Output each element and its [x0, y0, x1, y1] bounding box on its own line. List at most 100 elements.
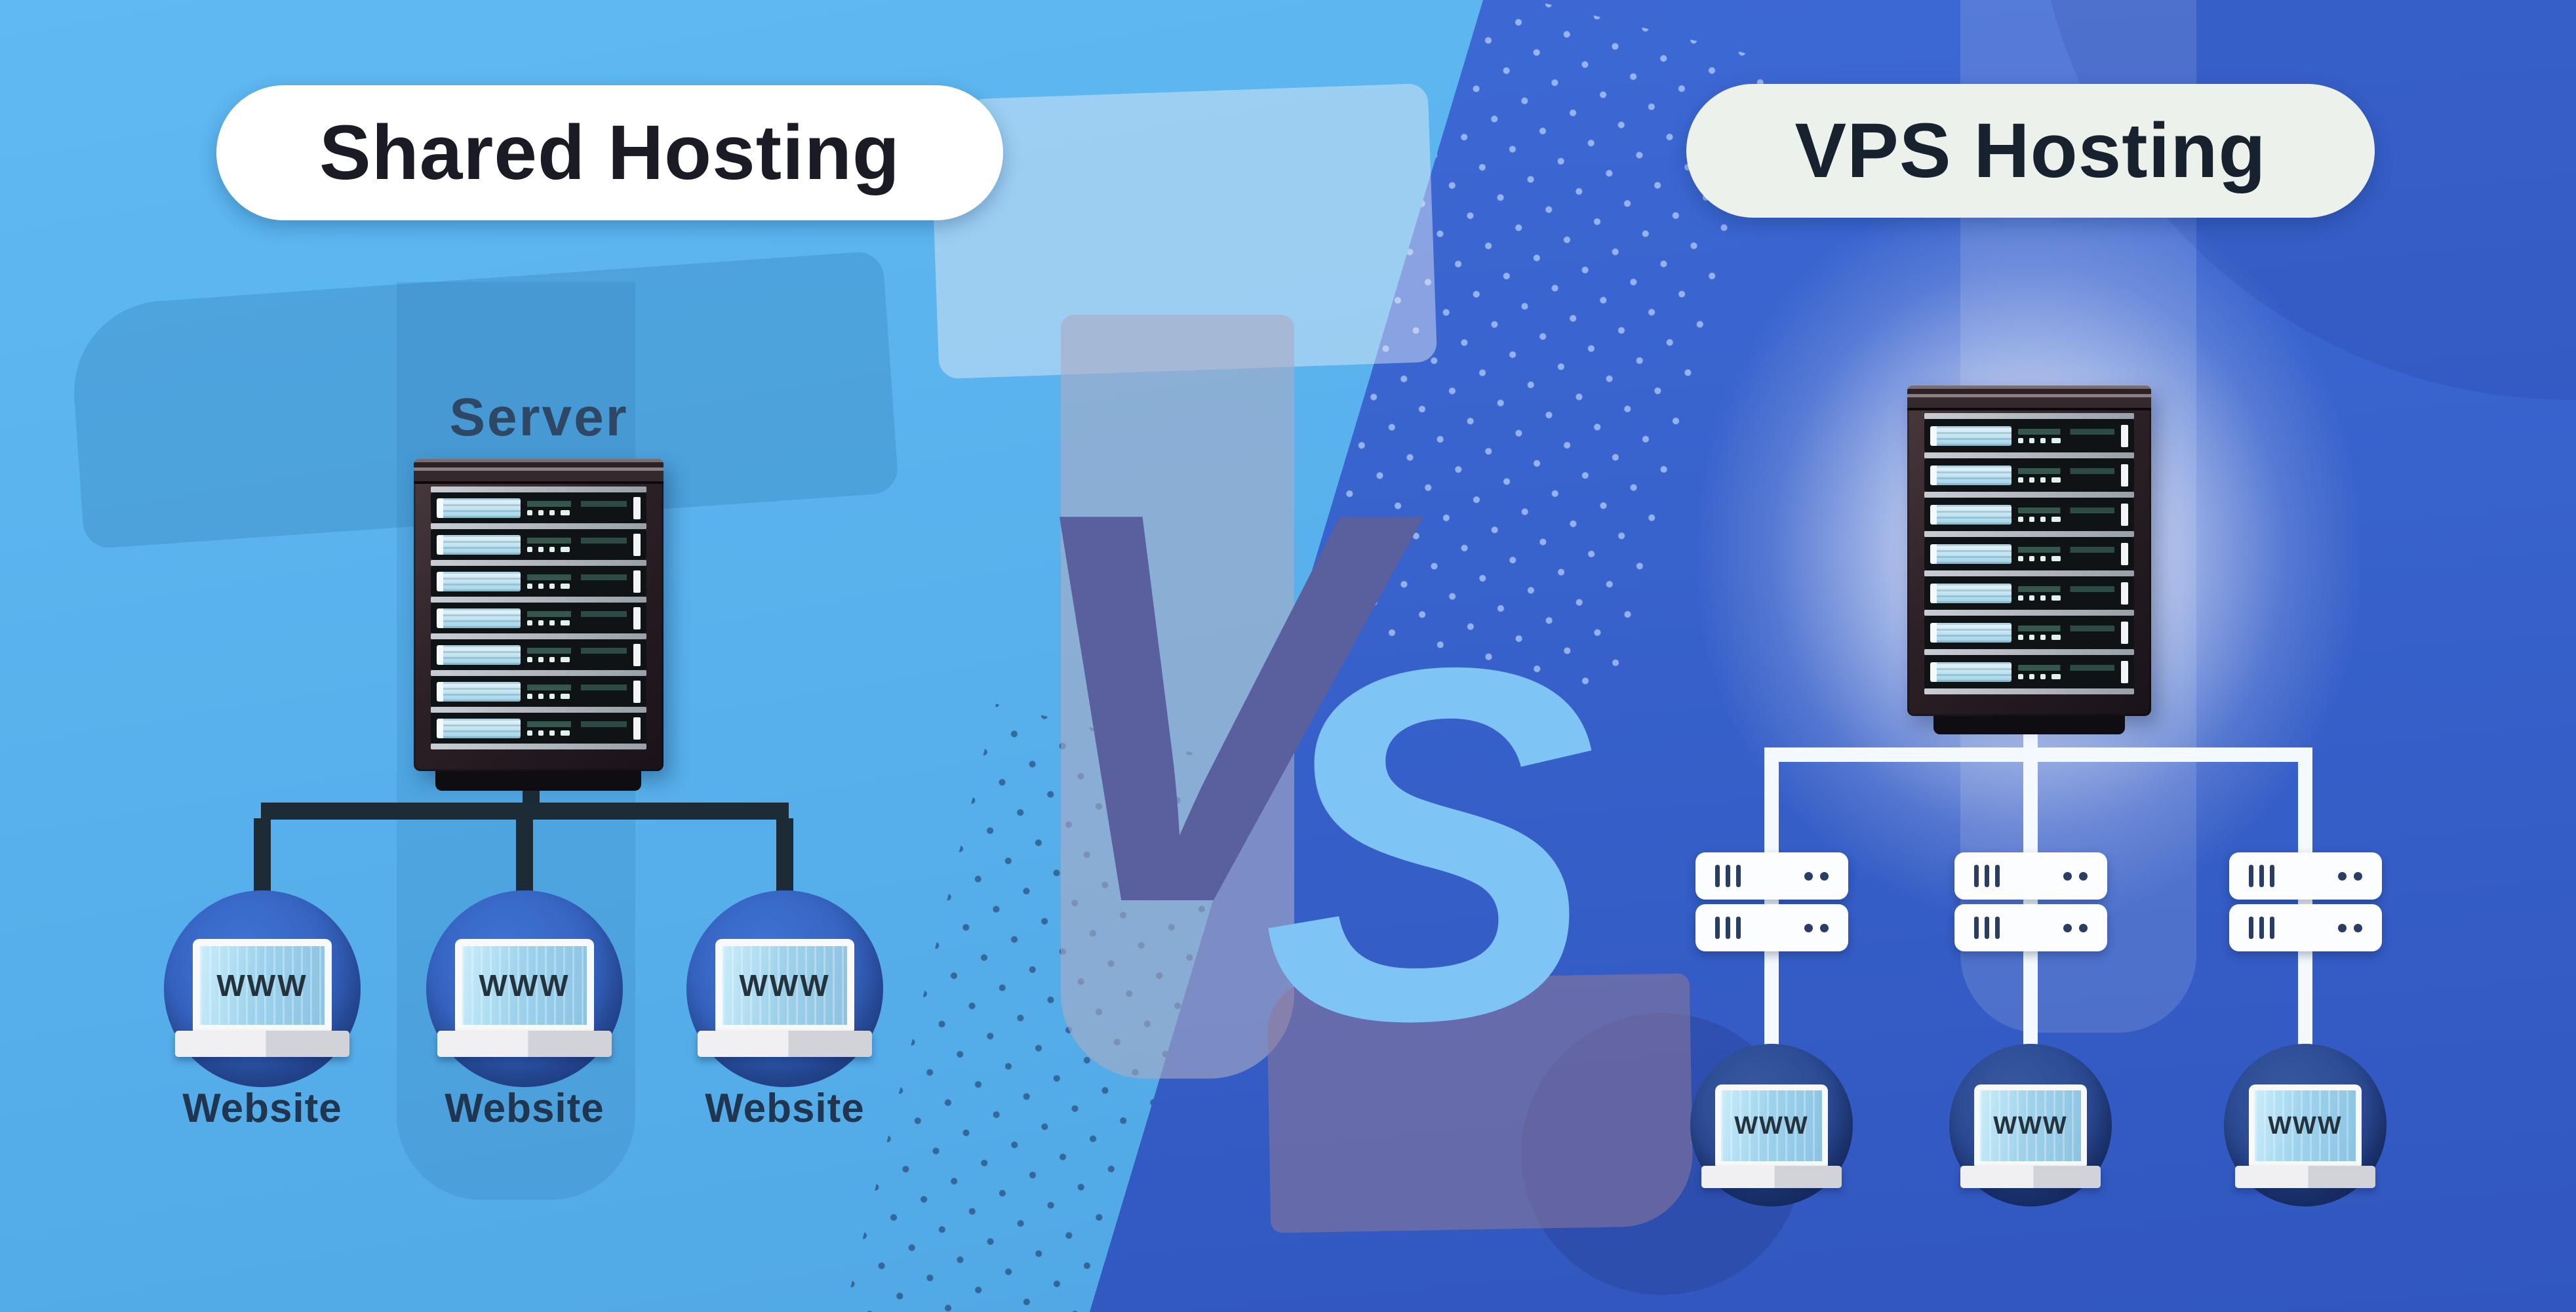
- server-blade: [1924, 655, 2134, 688]
- rack-body: [414, 484, 664, 749]
- blade-panel: [526, 681, 627, 703]
- blade-screen: [1930, 426, 2011, 446]
- blade-panel: [2017, 425, 2114, 447]
- blade-handle: [633, 496, 641, 519]
- www-text: WWW: [2268, 1111, 2343, 1140]
- blade-screen: [437, 681, 521, 702]
- blade-handle: [633, 606, 641, 629]
- website-label: Website: [445, 1086, 604, 1131]
- laptop-base: [175, 1031, 349, 1057]
- server-blade: [1924, 576, 2134, 610]
- rack-pedestal: [1933, 716, 2125, 734]
- laptop-icon: WWW: [715, 939, 854, 1032]
- vps-hosting-title-pill: VPS Hosting: [1686, 84, 2375, 218]
- blade-handle: [633, 570, 641, 593]
- blade-handle: [2121, 424, 2128, 447]
- blade-screen: [1930, 465, 2011, 485]
- website-node: WWW: [426, 890, 623, 1087]
- shared-hosting-title-pill: Shared Hosting: [216, 85, 1003, 220]
- rack-top-cap: [1907, 386, 2151, 410]
- connector-horizontal-right: [1764, 747, 2312, 762]
- connector-horizontal-left: [261, 803, 789, 820]
- blade-screen: [437, 645, 521, 665]
- server-blade: [431, 639, 646, 670]
- rack-pedestal: [435, 771, 641, 791]
- vps-unit: [2229, 904, 2382, 951]
- blade-handle: [2121, 660, 2128, 683]
- website-node: WWW: [1949, 1044, 2112, 1206]
- blade-screen: [1930, 544, 2011, 564]
- server-blade: [431, 566, 646, 597]
- vps-unit: [1954, 852, 2107, 900]
- laptop-icon: WWW: [1974, 1084, 2087, 1167]
- laptop-base: [2235, 1166, 2375, 1188]
- laptop-base: [698, 1031, 872, 1057]
- rack-body: [1907, 410, 2151, 694]
- server-blade: [1924, 498, 2134, 531]
- blade-panel: [526, 607, 627, 629]
- www-text: WWW: [216, 968, 308, 1003]
- laptop-base: [437, 1031, 612, 1057]
- blade-handle: [2121, 582, 2128, 605]
- www-text: WWW: [1993, 1111, 2068, 1140]
- laptop-icon: WWW: [1715, 1084, 1828, 1167]
- blade-screen: [437, 534, 521, 555]
- website-node: WWW: [164, 890, 361, 1087]
- blade-panel: [2017, 582, 2114, 605]
- blade-screen: [1930, 583, 2011, 603]
- shared-hosting-title: Shared Hosting: [319, 109, 900, 196]
- server-blade: [431, 676, 646, 707]
- vps-node-icon: [2229, 852, 2382, 951]
- vps-node-icon: [1954, 852, 2107, 951]
- blade-screen: [1930, 504, 2011, 525]
- blade-panel: [526, 717, 627, 740]
- blade-screen: [1930, 662, 2011, 682]
- server-blade: [431, 603, 646, 633]
- connector-stub-right: [2023, 732, 2038, 751]
- server-blade: [1924, 458, 2134, 492]
- vs-letter-v: V: [1013, 397, 1385, 1019]
- server-blade: [1924, 537, 2134, 570]
- blade-panel: [526, 497, 627, 519]
- blade-handle: [2121, 621, 2128, 644]
- blade-screen: [437, 608, 521, 628]
- website-node: WWW: [1690, 1044, 1853, 1206]
- blade-panel: [526, 534, 627, 556]
- blade-panel: [526, 644, 627, 666]
- watermark-t-stem-center: [1061, 315, 1294, 1079]
- laptop-icon: WWW: [2249, 1084, 2362, 1167]
- vps-unit: [1954, 904, 2107, 951]
- shared-server-rack-icon: [414, 459, 664, 771]
- vps-node-icon: [1695, 852, 1848, 951]
- blade-panel: [526, 570, 627, 593]
- vps-unit: [1695, 904, 1848, 951]
- blade-screen: [437, 718, 521, 738]
- blade-handle: [2121, 503, 2128, 526]
- vps-server-rack-icon: [1907, 386, 2151, 716]
- server-blade: [1924, 419, 2134, 452]
- laptop-icon: WWW: [455, 939, 594, 1032]
- vps-hosting-title: VPS Hosting: [1794, 108, 2267, 194]
- vps-unit: [2229, 852, 2382, 900]
- www-text: WWW: [739, 968, 831, 1003]
- blade-panel: [2017, 504, 2114, 526]
- website-label: Website: [182, 1086, 342, 1131]
- blade-panel: [2017, 543, 2114, 565]
- blade-panel: [2017, 622, 2114, 644]
- blade-screen: [437, 498, 521, 518]
- server-label: Server: [449, 388, 629, 447]
- blade-panel: [2017, 464, 2114, 487]
- server-blade: [431, 492, 646, 523]
- website-node: WWW: [686, 890, 883, 1087]
- blade-panel: [2017, 661, 2114, 683]
- blade-handle: [633, 643, 641, 666]
- blade-handle: [2121, 464, 2128, 487]
- server-blade: [431, 713, 646, 744]
- blade-handle: [633, 680, 641, 703]
- blade-handle: [633, 717, 641, 740]
- laptop-icon: WWW: [193, 939, 332, 1032]
- laptop-base: [1701, 1166, 1842, 1188]
- blade-handle: [633, 533, 641, 556]
- www-text: WWW: [479, 968, 570, 1003]
- blade-handle: [2121, 542, 2128, 565]
